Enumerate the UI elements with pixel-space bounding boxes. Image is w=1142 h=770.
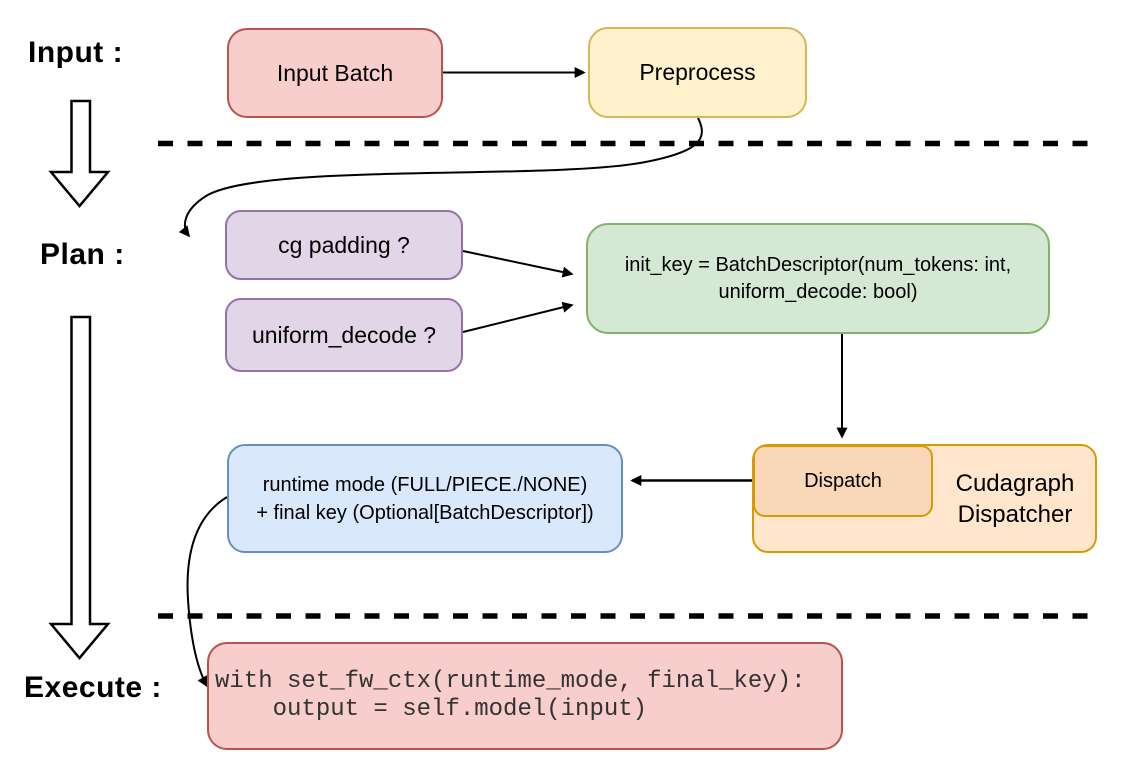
cudagraph-caption-line1: Cudagraph: [955, 469, 1075, 497]
node-cg-padding-label: cg padding ?: [278, 231, 410, 258]
stage-arrow-input-to-plan: [48, 99, 111, 208]
arrow-uniformdecode-to-initkey: [462, 301, 574, 333]
node-preprocess-label: Preprocess: [639, 59, 756, 85]
cudagraph-dispatcher-caption: Cudagraph Dispatcher: [933, 444, 1097, 553]
node-execute-code: with set_fw_ctx(runtime_mode, final_key)…: [207, 642, 843, 750]
node-input-batch: Input Batch: [227, 28, 443, 118]
node-dispatch-label: Dispatch: [804, 469, 882, 492]
node-cg-padding: cg padding ?: [225, 210, 463, 280]
stage-label-execute: Execute :: [24, 671, 162, 704]
execute-code-line1: with set_fw_ctx(runtime_mode, final_key)…: [215, 668, 806, 695]
arrow-preprocess-to-cgpadding: [178, 117, 703, 238]
stage-label-plan: Plan :: [40, 238, 125, 271]
stage-label-input: Input :: [28, 36, 124, 69]
stage-arrow-plan-to-execute: [48, 315, 111, 660]
node-runtime-mode: runtime mode (FULL/PIECE./NONE) + final …: [227, 444, 623, 553]
arrow-cgpadding-to-initkey: [462, 250, 574, 278]
node-init-key-line2: uniform_decode: bool): [718, 280, 918, 303]
cudagraph-caption-line2: Dispatcher: [957, 500, 1073, 528]
node-input-batch-label: Input Batch: [276, 59, 394, 86]
node-init-key: init_key = BatchDescriptor(num_tokens: i…: [586, 223, 1050, 334]
node-uniform-decode-label: uniform_decode ?: [251, 321, 437, 348]
node-preprocess: Preprocess: [588, 27, 807, 118]
node-runtime-mode-line2: + final key (Optional[BatchDescriptor]): [256, 501, 594, 524]
node-init-key-line1: init_key = BatchDescriptor(num_tokens: i…: [624, 253, 1012, 276]
node-runtime-mode-line1: runtime mode (FULL/PIECE./NONE): [262, 473, 588, 496]
node-dispatch: Dispatch: [753, 445, 933, 517]
arrow-runtimemode-to-execute: [186, 496, 228, 688]
execute-code-line2: output = self.model(input): [215, 696, 648, 723]
node-uniform-decode: uniform_decode ?: [225, 298, 463, 372]
